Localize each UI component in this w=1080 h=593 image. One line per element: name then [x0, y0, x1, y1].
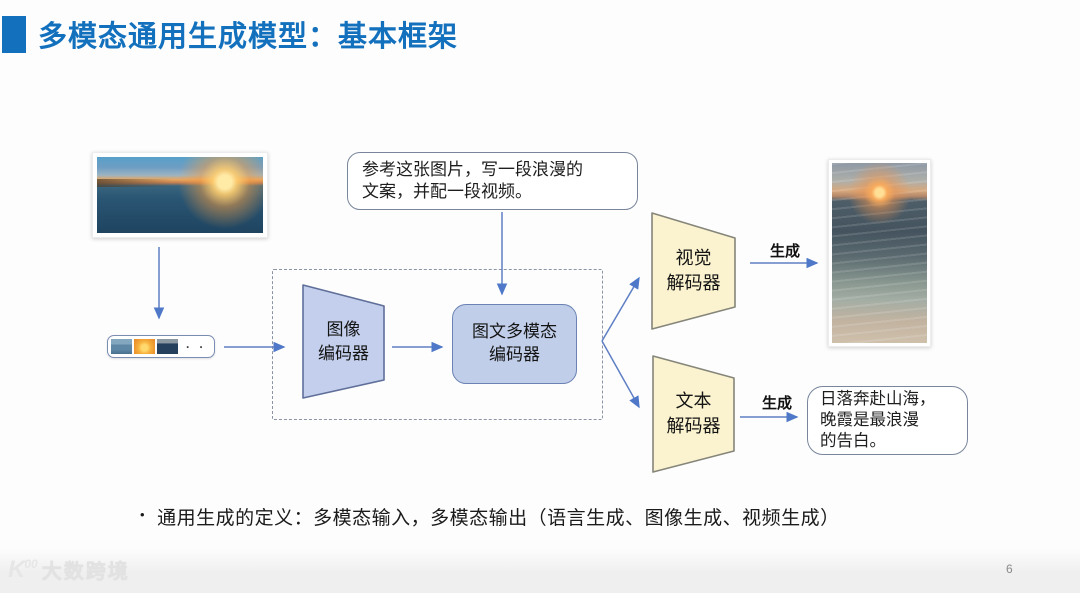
filmstrip-thumb-sea — [111, 339, 132, 354]
bullet-marker: • — [140, 507, 146, 522]
footer-bar — [0, 548, 1080, 593]
filmstrip-ellipsis: · · — [186, 339, 207, 354]
arrow-to-visual-decoder — [601, 276, 640, 342]
page-title: 多模态通用生成模型：基本框架 — [38, 21, 459, 53]
watermark-text: 大数跨境 — [41, 561, 130, 583]
image-encoder-label: 图像 编码器 — [318, 320, 369, 363]
watermark: K00 大数跨境 — [8, 555, 130, 584]
input-image-photo — [92, 152, 268, 238]
generate-label-video: 生成 — [769, 243, 800, 260]
output-video-frame — [828, 159, 931, 347]
video-filmstrip: · · — [107, 335, 215, 358]
filmstrip-thumb-sunset — [134, 339, 155, 354]
sunset-sea-image — [97, 157, 263, 233]
definition-bullet-text: 通用生成的定义：多模态输入，多模态输出（语言生成、图像生成、视频生成） — [157, 508, 840, 529]
prompt-speech-bubble: 参考这张图片，写一段浪漫的 文案，并配一段视频。 — [347, 152, 638, 210]
title-accent-block — [2, 16, 26, 53]
shoreline-detail — [97, 179, 174, 187]
filmstrip-thumb-night — [157, 339, 178, 354]
text-decoder-label: 文本 解码器 — [666, 391, 721, 436]
generated-sunset-video-still — [832, 163, 927, 343]
definition-bullet-row: • 通用生成的定义：多模态输入，多模态输出（语言生成、图像生成、视频生成） — [140, 503, 840, 530]
page-number: 6 — [1006, 562, 1013, 576]
multimodal-encoder-box: 图文多模态 编码器 — [452, 304, 577, 384]
arrow-to-text-decoder — [601, 340, 640, 409]
generate-label-text: 生成 — [761, 395, 792, 412]
output-text-bubble: 日落奔赴山海， 晚霞是最浪漫 的告白。 — [807, 386, 968, 455]
visual-decoder-label: 视觉 解码器 — [666, 248, 721, 293]
watermark-logo-icon: K00 — [8, 555, 38, 583]
